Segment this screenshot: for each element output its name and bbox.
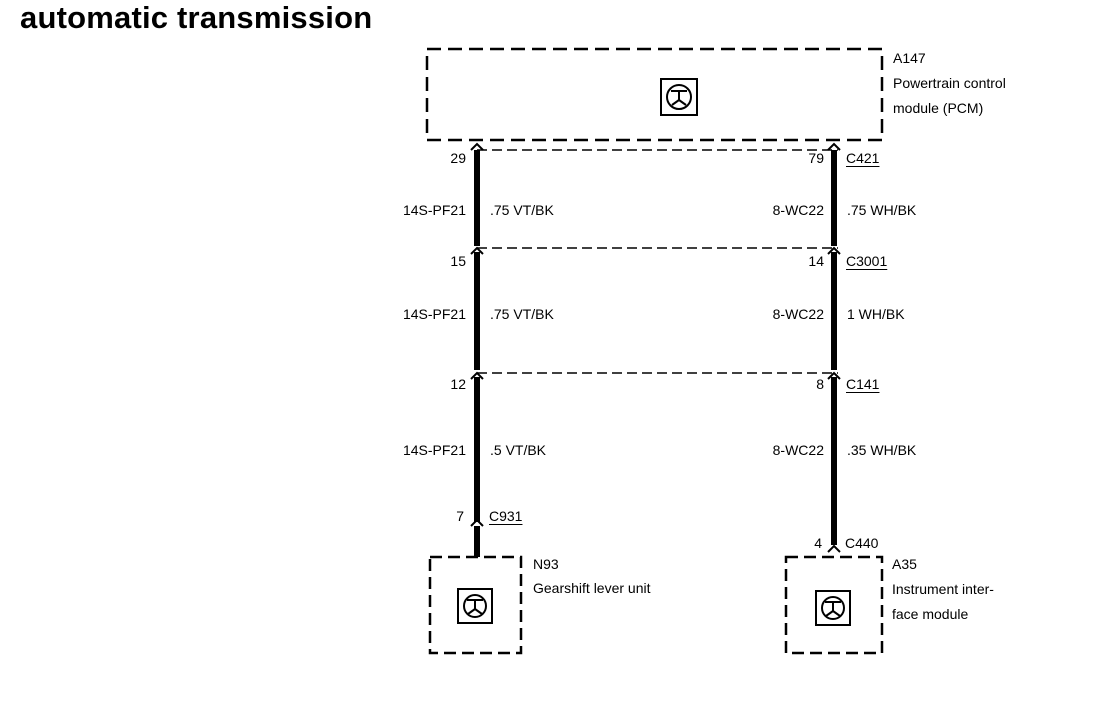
pin-label: 79 [808, 150, 824, 166]
instrument-box [784, 555, 884, 655]
page-title: automatic transmission [20, 0, 373, 35]
instrument-code: A35 [892, 556, 917, 572]
connector-chevron [470, 518, 484, 527]
connector-chevron [827, 371, 841, 380]
pin-label: 7 [456, 508, 464, 524]
connector-label-c141: C141 [846, 376, 880, 392]
gearshift-code: N93 [533, 556, 559, 572]
wire-spec-label: .75 WH/BK [847, 202, 917, 218]
pcm-code: A147 [893, 50, 926, 66]
pcm-box [425, 47, 884, 142]
wire-spec-label: .35 WH/BK [847, 442, 917, 458]
control-module-icon [660, 78, 698, 116]
pin-label: 8 [816, 376, 824, 392]
wire-spec-label: .75 VT/BK [490, 202, 554, 218]
pin-label: 4 [814, 535, 822, 551]
wire-spec-label: .5 VT/BK [490, 442, 547, 458]
connector-label-c421: C421 [846, 150, 880, 166]
circuit-label: 8-WC22 [772, 442, 824, 458]
circuit-label: 14S-PF21 [402, 202, 466, 218]
circuit-label: 8-WC22 [772, 306, 824, 322]
control-module-icon [457, 588, 493, 624]
circuit-label: 14S-PF21 [402, 442, 466, 458]
connector-label-c3001: C3001 [846, 253, 888, 269]
connector-label-c931: C931 [489, 508, 523, 524]
gearshift-name: Gearshift lever unit [533, 580, 651, 596]
connector-chevron [470, 142, 484, 151]
connector-chevron [827, 544, 841, 553]
pin-label: 12 [450, 376, 466, 392]
connector-chevron [470, 246, 484, 255]
instrument-name-line1: Instrument inter- [892, 581, 994, 597]
wire-spec-label: 1 WH/BK [847, 306, 905, 322]
circuit-label: 14S-PF21 [402, 306, 466, 322]
connector-chevron [470, 371, 484, 380]
control-module-icon [815, 590, 851, 626]
connector-chevron [827, 246, 841, 255]
pin-label: 15 [450, 253, 466, 269]
instrument-name-line2: face module [892, 606, 969, 622]
connector-label-c440: C440 [845, 535, 879, 551]
pin-label: 14 [808, 253, 824, 269]
circuit-label: 8-WC22 [772, 202, 824, 218]
pcm-name-line2: module (PCM) [893, 100, 984, 116]
pin-label: 29 [450, 150, 466, 166]
connector-chevron [827, 142, 841, 151]
wire-spec-label: .75 VT/BK [490, 306, 554, 322]
pcm-name-line1: Powertrain control [893, 75, 1006, 91]
